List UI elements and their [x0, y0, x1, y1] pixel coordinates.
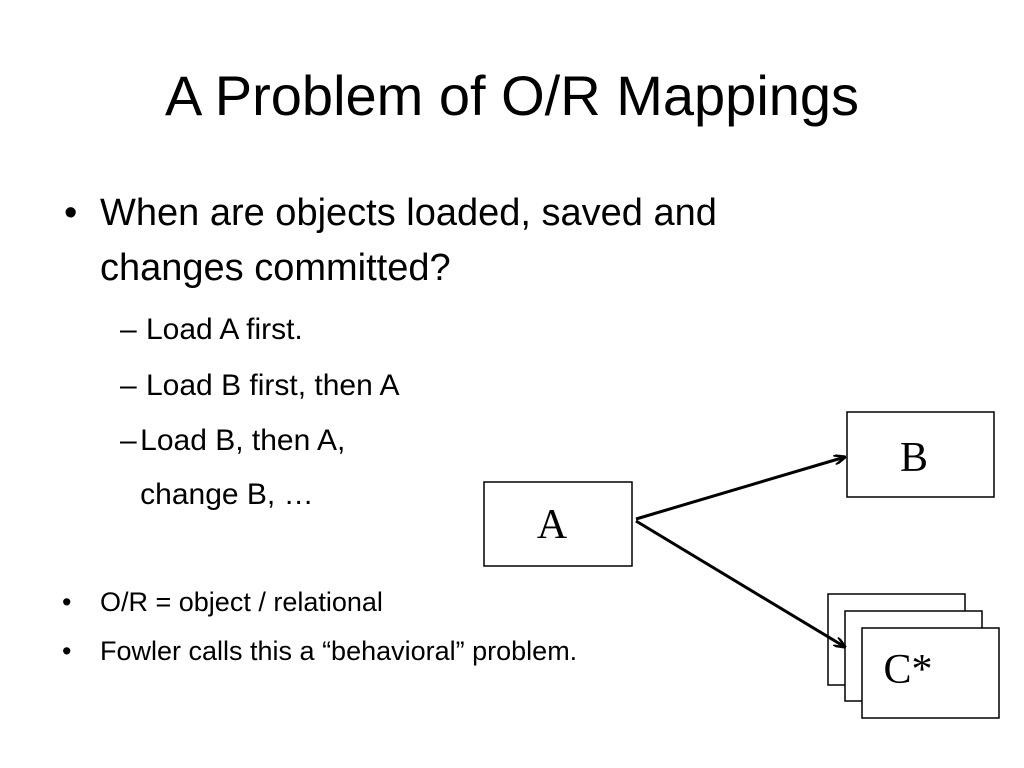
- arrow-a-to-c: [635, 519, 845, 647]
- node-c-stack: C*: [827, 593, 1000, 719]
- note-text: Fowler calls this a “behavioral” problem…: [100, 636, 578, 666]
- node-c-middle: [844, 610, 983, 702]
- bullet-marker: •: [62, 587, 72, 617]
- arrow-a-to-b: [635, 457, 845, 521]
- node-a-label: A: [537, 502, 568, 548]
- node-c-front: [861, 627, 1000, 719]
- note-fowler: • Fowler calls this a “behavioral” probl…: [62, 631, 577, 671]
- sub-bullet-text: Load B, then A, change B, …: [140, 424, 346, 511]
- sub-bullet-load-a-first: – Load A first.: [120, 302, 303, 358]
- sub-bullet-text: Load B first, then A: [146, 369, 400, 402]
- note-or-definition: • O/R = object / relational: [62, 582, 383, 622]
- node-b-label: B: [900, 435, 928, 481]
- node-c-label: C*: [883, 647, 932, 693]
- sub-bullet-text: Load A first.: [146, 313, 303, 346]
- sub-bullet-load-b-change-b: – Load B, then A, change B, …: [120, 414, 440, 522]
- node-a: A: [483, 481, 633, 567]
- bullet-marker: •: [64, 192, 78, 234]
- node-b: B: [846, 411, 995, 498]
- sub-bullet-load-b-first: – Load B first, then A: [120, 358, 400, 414]
- node-c-back: [827, 593, 966, 686]
- slide-title: A Problem of O/R Mappings: [164, 64, 860, 127]
- main-bullet: • When are objects loaded, saved and cha…: [64, 186, 864, 296]
- dash-marker: –: [120, 369, 137, 402]
- note-text: O/R = object / relational: [100, 587, 383, 617]
- bullet-marker: •: [62, 636, 72, 666]
- dash-marker: –: [120, 424, 137, 457]
- main-bullet-text: When are objects loaded, saved and chang…: [100, 192, 717, 289]
- dash-marker: –: [120, 313, 137, 346]
